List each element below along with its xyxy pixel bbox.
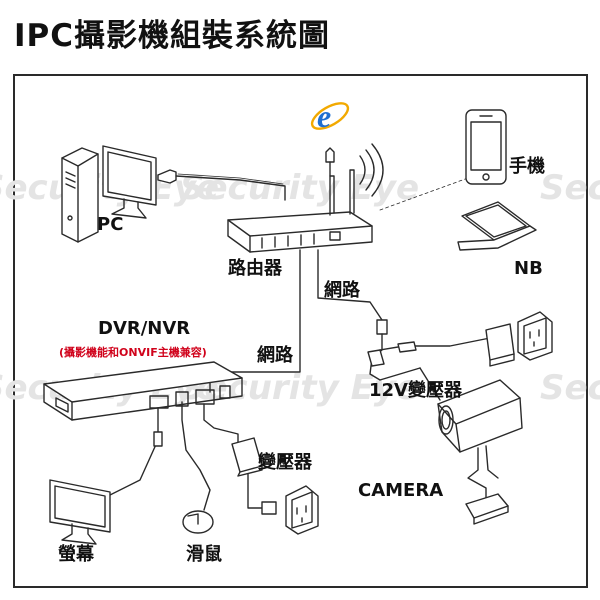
internet-explorer-icon: e: [310, 98, 350, 134]
adapter-icon: [231, 437, 263, 477]
dvr-icon: [43, 361, 243, 421]
mouse-icon: [182, 510, 214, 534]
bottom-monitor-icon: [49, 479, 111, 545]
page-title: IPC攝影機組裝系統圖: [14, 18, 331, 54]
camera-wall-outlet-icon: [517, 311, 553, 361]
label-adapter: 變壓器: [258, 452, 312, 473]
diagram-frame: [13, 74, 588, 588]
label-dvr: DVR/NVR: [98, 318, 191, 339]
router-icon: [227, 147, 373, 253]
label-pc: PC: [97, 214, 124, 235]
label-nb: NB: [514, 258, 543, 279]
label-network-left: 網路: [257, 345, 293, 366]
phone-icon: [465, 109, 507, 185]
label-12v-adapter: 12V變壓器: [369, 380, 462, 401]
label-router: 路由器: [228, 258, 282, 279]
label-dvr-note: (攝影機能和ONVIF主機兼容): [59, 346, 207, 359]
label-phone: 手機: [509, 156, 545, 177]
camera-icon: [437, 379, 523, 525]
label-network-top: 網路: [324, 280, 360, 301]
svg-text:e: e: [317, 98, 331, 134]
notebook-icon: [457, 201, 537, 251]
label-monitor: 螢幕: [58, 544, 94, 565]
wall-outlet-icon: [285, 485, 319, 535]
pc-monitor-icon: [102, 145, 157, 219]
label-mouse: 滑鼠: [186, 544, 222, 565]
label-camera: CAMERA: [358, 480, 444, 501]
pc-tower-icon: [61, 147, 99, 243]
camera-adapter-icon: [485, 323, 515, 367]
